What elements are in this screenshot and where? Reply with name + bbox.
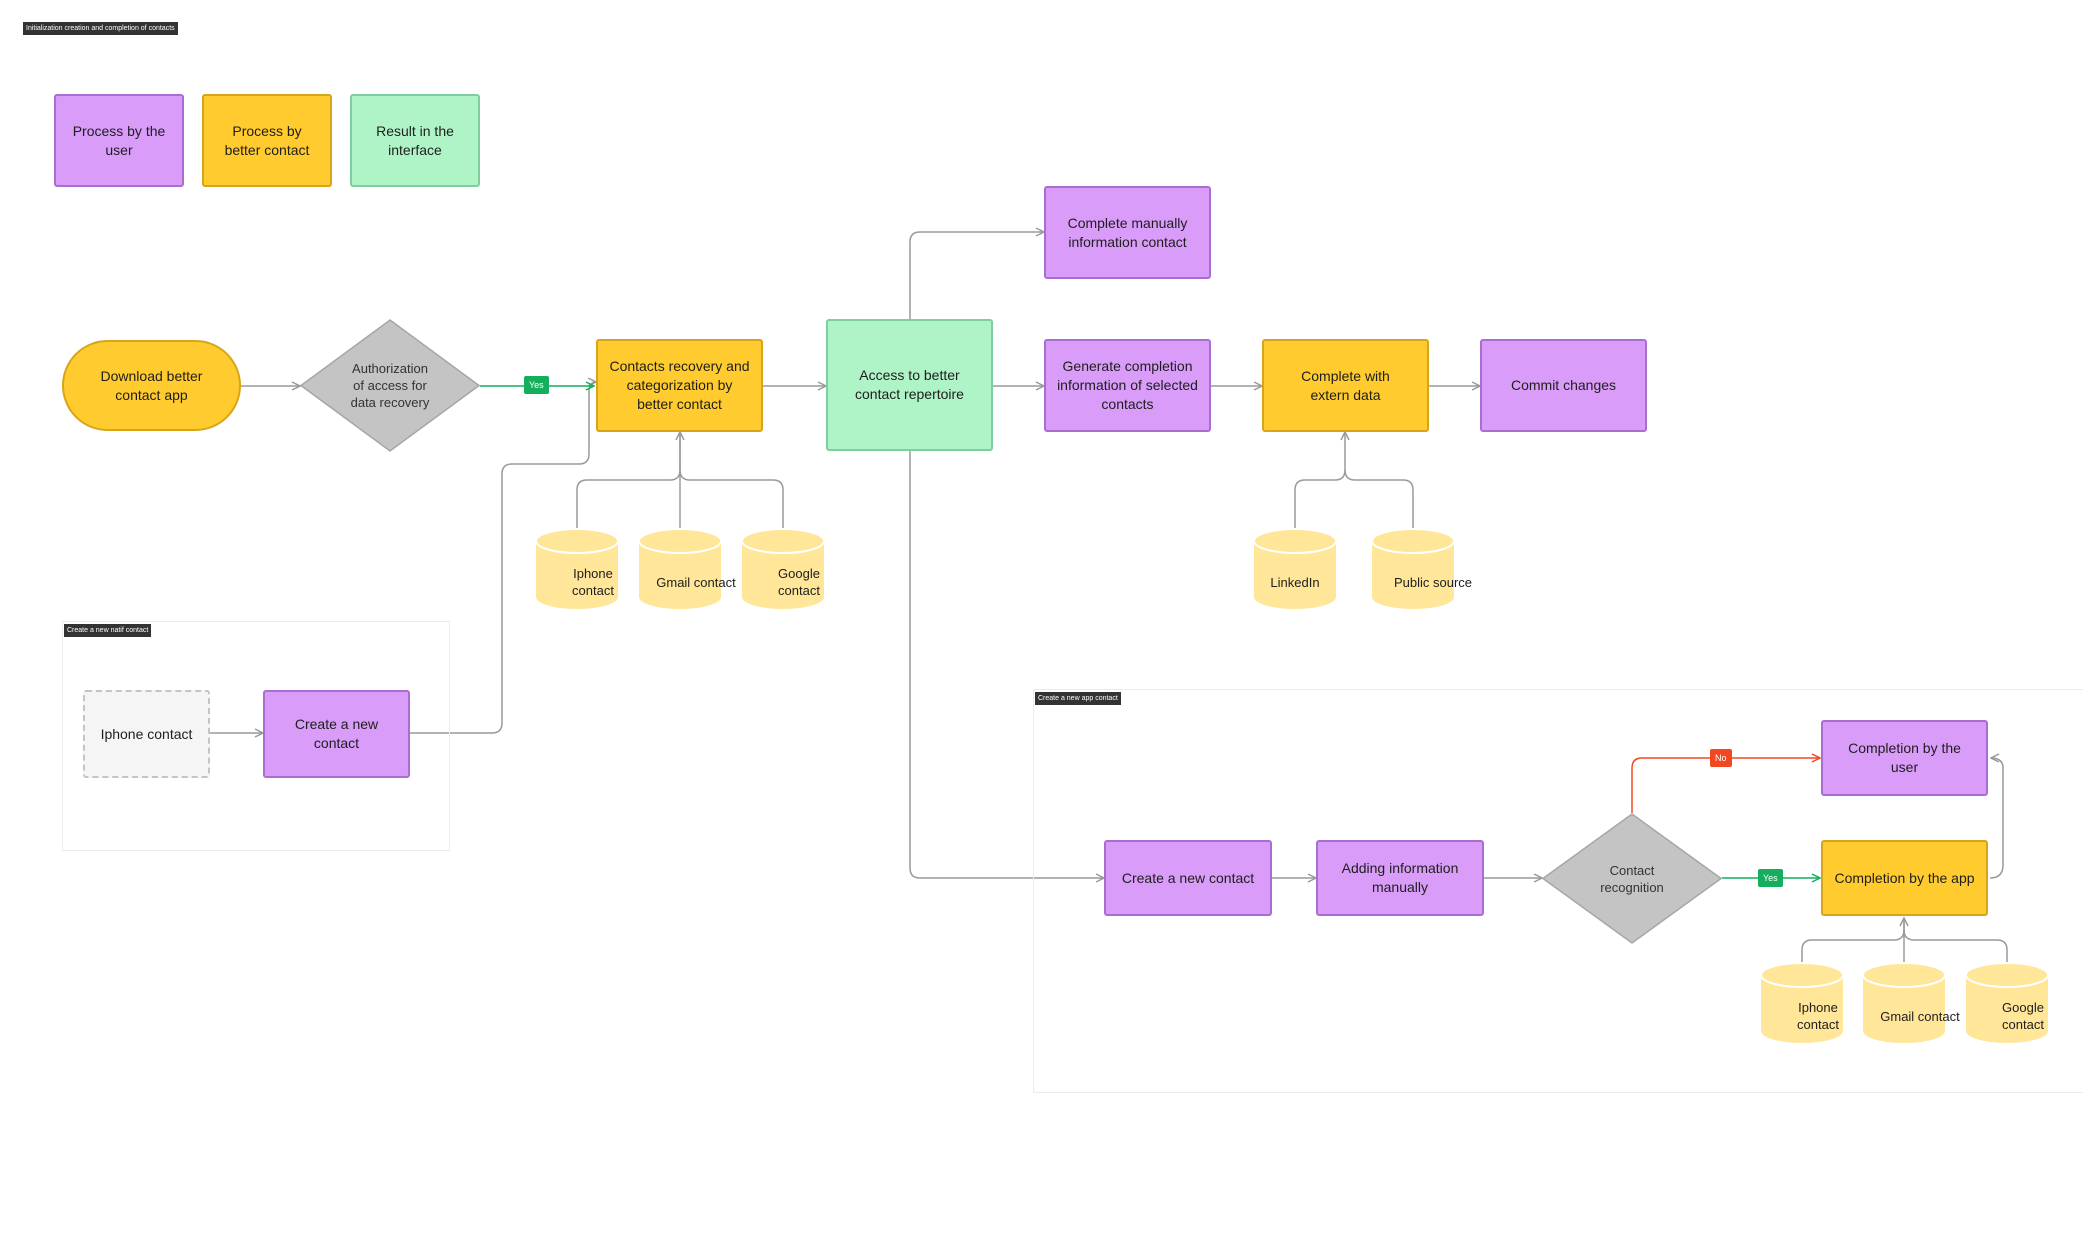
database-icon [1862, 962, 1946, 1043]
legend-app-process[interactable]: Process by better contact [202, 94, 332, 187]
legend-user-process[interactable]: Process by the user [54, 94, 184, 187]
authorization-decision[interactable]: Authorization of access for data recover… [300, 319, 480, 452]
app-gmail-source-label: Gmail contact [1880, 1008, 1960, 1024]
diamond-shape [1542, 813, 1722, 944]
generate-completion-node[interactable]: Generate completion information of selec… [1044, 339, 1211, 432]
edge-linkedin-extern [1294, 432, 1345, 528]
edge-iphone-recovery [576, 432, 680, 528]
contacts-recovery-node[interactable]: Contacts recovery and categorization by … [596, 339, 763, 432]
iphone-source-db[interactable]: Iphone contact [535, 528, 619, 610]
edge-google-recovery [679, 469, 784, 528]
iphone-contact-ghost[interactable]: Iphone contact [83, 690, 210, 778]
app-google-source-label: Google contact [2002, 1000, 2044, 1032]
edge-recognition-user-no [1631, 758, 1820, 813]
edge-repertoire-complete-manually [909, 232, 1044, 320]
linkedin-source-label: LinkedIn [1270, 574, 1320, 590]
app-iphone-source-label: Iphone contact [1797, 1000, 1839, 1032]
edge-public-extern [1344, 469, 1414, 528]
public-source-db[interactable]: Public source [1371, 528, 1472, 610]
adding-manually-node[interactable]: Adding information manually [1316, 840, 1484, 916]
commit-changes-node[interactable]: Commit changes [1480, 339, 1647, 432]
linkedin-source-db[interactable]: LinkedIn [1253, 528, 1337, 610]
google-source-db[interactable]: Google contact [741, 528, 825, 610]
database-icon [1760, 962, 1844, 1043]
native-contact-section [62, 621, 450, 851]
repertoire-access-node[interactable]: Access to better contact repertoire [826, 319, 993, 451]
edge-app-user [1989, 758, 2004, 879]
recognition-decision[interactable]: Contact recognition [1542, 813, 1722, 944]
native-create-contact-node[interactable]: Create a new contact [263, 690, 410, 778]
database-icon [638, 528, 722, 609]
google-source-label: Google contact [778, 566, 820, 598]
complete-manually-node[interactable]: Complete manually information contact [1044, 186, 1211, 279]
native-section-title: Create a new natif contact [64, 624, 152, 637]
recognition-yes-badge: Yes [1758, 869, 1783, 887]
authorization-yes-badge: Yes [524, 376, 549, 394]
diamond-shape [300, 319, 480, 452]
complete-extern-node[interactable]: Complete with extern data [1262, 339, 1429, 432]
database-icon [535, 528, 619, 609]
download-app-node[interactable]: Download better contact app [62, 340, 241, 431]
app-gmail-source-db[interactable]: Gmail contact [1862, 962, 1960, 1044]
gmail-source-label: Gmail contact [656, 574, 736, 590]
app-iphone-source-db[interactable]: Iphone contact [1760, 962, 1844, 1044]
app-contact-section [1033, 689, 2083, 1093]
completion-app-node[interactable]: Completion by the app [1821, 840, 1988, 916]
database-icon [741, 528, 825, 609]
edge-repertoire-app-create [909, 451, 1104, 878]
iphone-source-label: Iphone contact [572, 566, 614, 598]
edge-app-google [1903, 929, 2008, 962]
database-icon [1965, 962, 2049, 1043]
gmail-source-db[interactable]: Gmail contact [638, 528, 736, 610]
app-create-contact-node[interactable]: Create a new contact [1104, 840, 1272, 916]
frame-title: Initialization creation and completion o… [23, 22, 178, 35]
completion-user-node[interactable]: Completion by the user [1821, 720, 1988, 796]
database-icon [1253, 528, 1337, 609]
public-source-label: Public source [1393, 574, 1473, 590]
database-icon [1371, 528, 1455, 609]
app-google-source-db[interactable]: Google contact [1965, 962, 2049, 1044]
recognition-label: Contact recognition [1600, 862, 1664, 895]
legend-interface-result[interactable]: Result in the interface [350, 94, 480, 187]
recognition-no-badge: No [1710, 749, 1732, 767]
authorization-label: Authorization of access for data recover… [350, 361, 430, 410]
app-section-title: Create a new app contact [1035, 692, 1121, 705]
